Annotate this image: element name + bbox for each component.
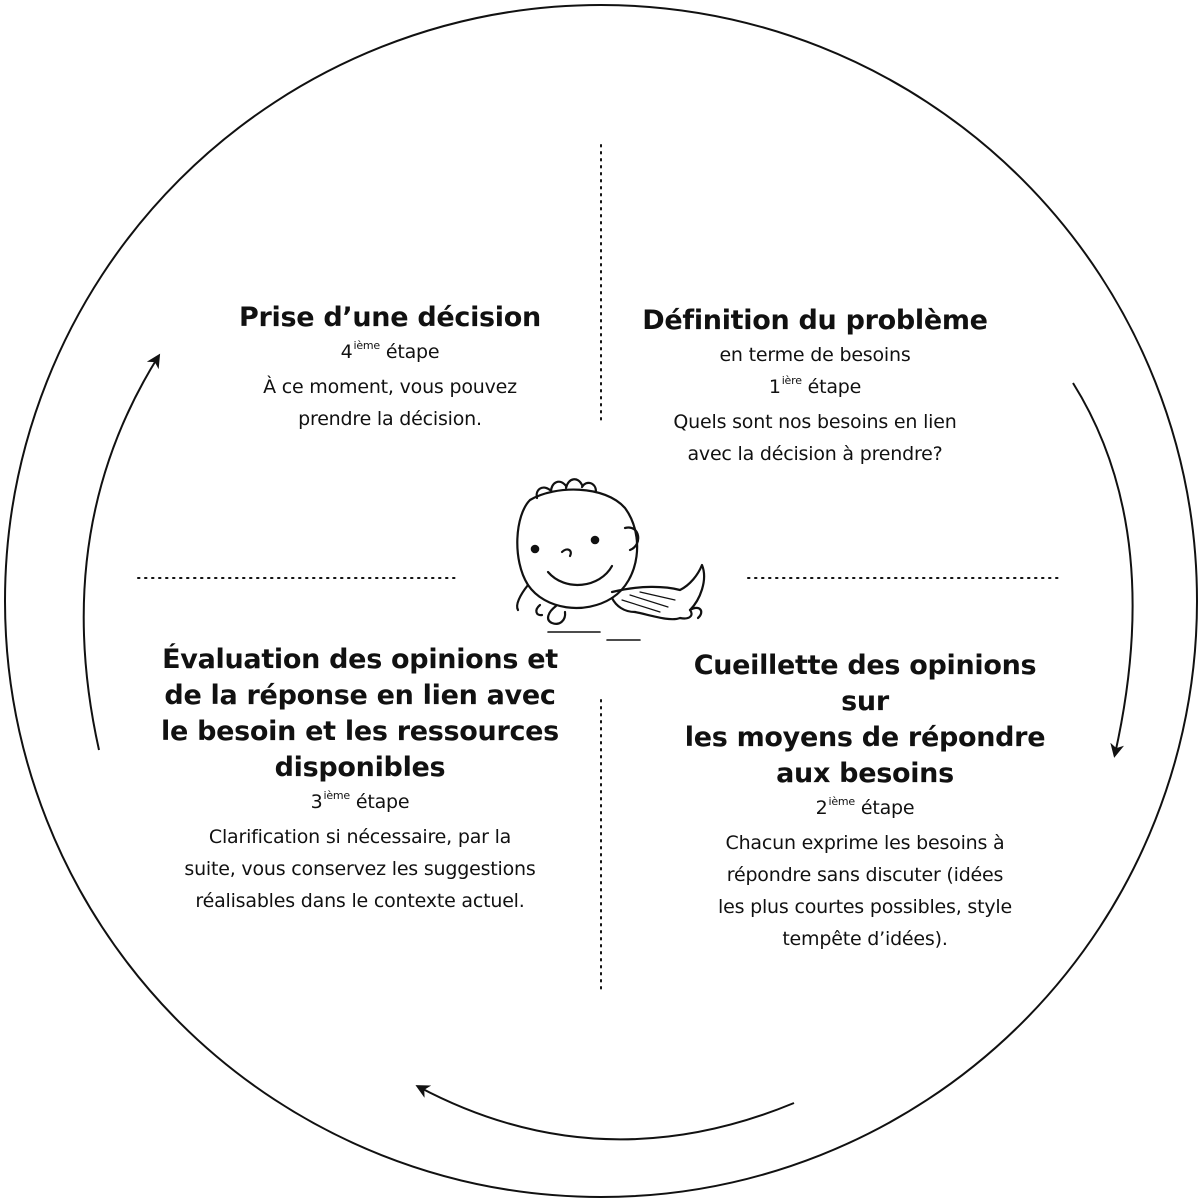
step-1-subtitle: en terme de besoins bbox=[719, 344, 911, 366]
step-4-label: 4ième étape bbox=[340, 339, 440, 363]
step-2-title-line: aux besoins bbox=[776, 758, 954, 789]
step-1-label: 1ière étape bbox=[768, 374, 862, 398]
step-2-title-line: les moyens de répondre bbox=[684, 722, 1046, 753]
child-crawling-illustration bbox=[516, 478, 706, 641]
step-2-text-line: tempête d’idées). bbox=[782, 928, 948, 950]
arrow-left bbox=[82, 353, 161, 751]
step-2-title-line: Cueillette des opinions sur bbox=[693, 650, 1037, 717]
step-3-text-line: suite, vous conservez les suggestions bbox=[184, 858, 536, 880]
step-3-text-line: Clarification si nécessaire, par la bbox=[208, 826, 512, 848]
step-2-label: 2ième étape bbox=[815, 795, 915, 819]
step-2-block: Cueillette des opinions sur les moyens d… bbox=[680, 648, 1050, 955]
step-2-text-line: les plus courtes possibles, style bbox=[718, 896, 1012, 918]
step-1-text-line: avec la décision à prendre? bbox=[687, 443, 943, 465]
step-3-text-line: réalisables dans le contexte actuel. bbox=[195, 890, 525, 912]
step-1-block: Définition du problème en terme de besoi… bbox=[630, 303, 1000, 470]
step-4-text-line: prendre la décision. bbox=[298, 408, 482, 430]
arrow-bottom bbox=[415, 1085, 795, 1141]
step-2-text-line: Chacun exprime les besoins à bbox=[725, 832, 1005, 854]
step-3-block: Évaluation des opinions et de la réponse… bbox=[150, 642, 570, 917]
step-3-title-line: le besoin et les ressources bbox=[161, 716, 559, 747]
step-3-title-line: disponibles bbox=[274, 752, 446, 783]
step-4-text-line: À ce moment, vous pouvez bbox=[263, 376, 517, 398]
outer-circle bbox=[4, 4, 1198, 1198]
step-4-block: Prise d’une décision 4ième étape À ce mo… bbox=[210, 300, 570, 435]
step-3-label: 3ième étape bbox=[310, 789, 410, 813]
step-3-title-line: de la réponse en lien avec bbox=[164, 680, 556, 711]
step-1-title: Définition du problème bbox=[642, 305, 988, 336]
step-3-title-line: Évaluation des opinions et bbox=[162, 644, 558, 675]
arrow-top-right bbox=[1072, 382, 1134, 758]
step-4-title: Prise d’une décision bbox=[239, 302, 541, 333]
step-1-text-line: Quels sont nos besoins en lien bbox=[673, 411, 957, 433]
step-2-text-line: répondre sans discuter (idées bbox=[726, 864, 1004, 886]
